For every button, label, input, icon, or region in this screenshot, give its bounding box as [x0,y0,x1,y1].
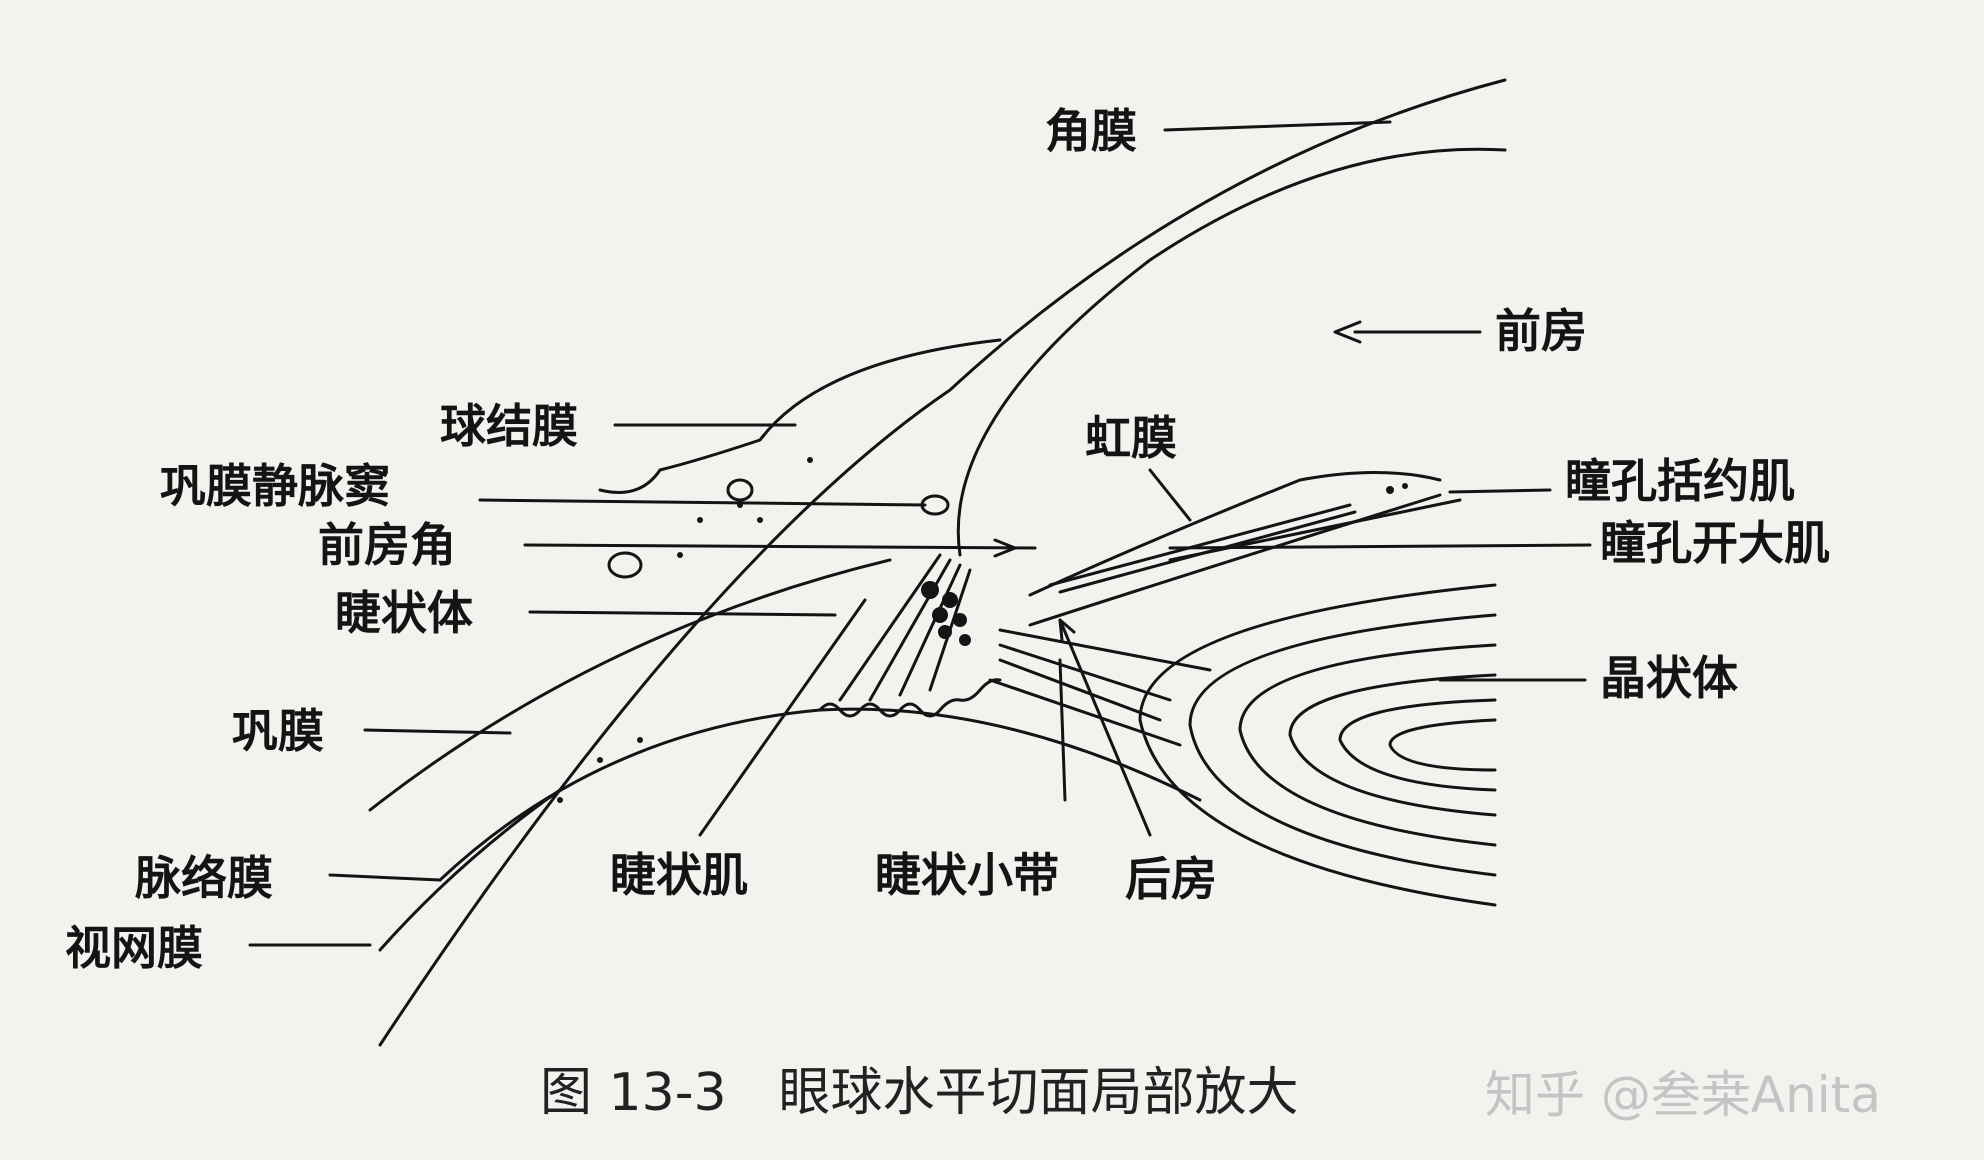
figure-caption: 图 13-3 眼球水平切面局部放大 [540,1063,1299,1123]
label-ciliary-muscle: 睫状肌 [610,848,748,902]
iris-lower-line [1028,493,1442,627]
label-sphincter-pupillae: 瞳孔括约肌 [1565,454,1795,508]
label-lens: 晶状体 [1600,651,1738,705]
watermark: 知乎 @叁桒Anita [1485,1066,1881,1124]
label-choroid: 脉络膜 [135,851,273,905]
label-ciliary-zonule: 睫状小带 [875,848,1059,902]
label-dilator-pupillae: 瞳孔开大肌 [1600,516,1830,570]
label-sclera: 巩膜 [232,704,324,758]
retina-line [378,788,562,952]
ciliary-body-wave [818,678,1002,718]
cornea-inner-line [956,147,1507,557]
label-scleral-venous-sinus: 巩膜静脉窦 [160,459,390,513]
label-posterior-chamber: 后房 [1125,852,1217,906]
conjunctiva-outline [598,338,1002,494]
cornea-outer-line [378,78,1507,1047]
label-cornea: 角膜 [1045,104,1137,158]
label-ciliary-body: 睫状体 [335,586,473,640]
label-anterior-chamber-angle: 前房角 [318,518,456,572]
label-bulbar-conjunctiva: 球结膜 [440,399,578,453]
sclera-inner-line [368,558,892,812]
label-iris: 虹膜 [1085,411,1177,465]
label-retina: 视网膜 [65,921,203,975]
label-anterior-chamber: 前房 [1495,304,1587,358]
iris-outline [1028,471,1442,597]
scleral-venous-sinus-shape [920,494,950,516]
